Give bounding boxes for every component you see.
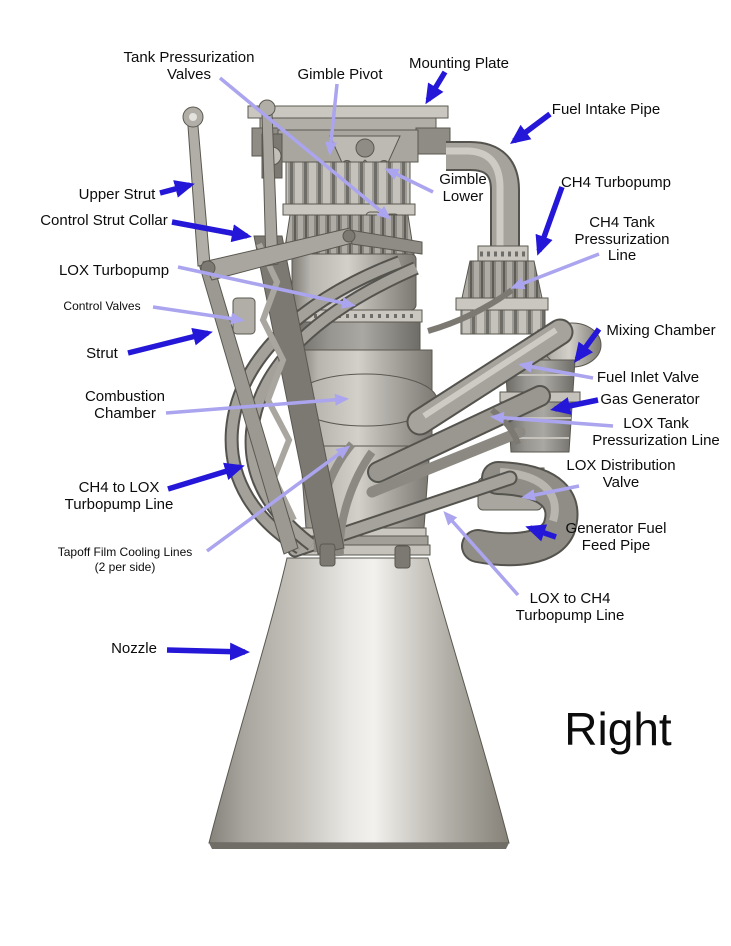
fuel-inlet-valve-shape [408, 320, 572, 434]
leader-gimble-pivot [325, 83, 339, 156]
annotation-arrows [127, 70, 614, 661]
nozzle-shape [208, 557, 510, 844]
label-mounting-plate: Mounting Plate [408, 55, 510, 72]
label-ch4-tank-pressurization-line: CH4 Tank Pressurization Line [574, 214, 670, 264]
control-valve-body [232, 297, 256, 335]
label-tapoff-film-cooling-lines: Tapoff Film Cooling Lines (2 per side) [57, 545, 193, 574]
leader-fuel-inlet-valve [518, 360, 594, 380]
arrow-strut [127, 327, 213, 356]
label-control-strut-collar: Control Strut Collar [40, 212, 168, 229]
engine-body [182, 99, 602, 849]
label-nozzle: Nozzle [111, 640, 157, 657]
label-fuel-intake-pipe: Fuel Intake Pipe [551, 101, 661, 118]
label-combustion-chamber: Combustion Chamber [84, 388, 166, 422]
collar-pin-right [342, 229, 356, 243]
label-lox-to-ch4-turbopump-line: LOX to CH4 Turbopump Line [515, 590, 625, 624]
arrow-mixing-chamber [574, 327, 602, 364]
clevis-right [394, 545, 411, 569]
valve-highlight [422, 327, 558, 419]
leader-lox-distribution-valve [521, 484, 580, 501]
strut-eyelet-hole [189, 113, 197, 121]
leader-lox-turbopump [177, 265, 356, 309]
label-tank-pressurization-valves: Tank Pressurization Valves [123, 49, 255, 83]
leader-lox-to-ch4-turbopump-line [443, 511, 520, 597]
leader-lox-tank-pressurization-line [490, 411, 614, 428]
label-lox-distribution-valve: LOX Distribution Valve [566, 457, 676, 491]
label-upper-strut: Upper Strut [78, 186, 156, 203]
label-ch4-turbopump: CH4 Turbopump [560, 174, 672, 191]
arrow-ch4-to-lox-turbopump-line [167, 462, 245, 492]
label-lox-turbopump: LOX Turbopump [58, 262, 170, 279]
leader-ch4-tank-pressurization-line [510, 252, 600, 289]
ch4-tank-press-line-shape [427, 287, 514, 334]
upper-flange [282, 203, 416, 216]
label-control-valves: Control Valves [63, 299, 141, 313]
arrow-generator-fuel-feed-pipe [525, 524, 557, 542]
arrow-nozzle [166, 642, 250, 661]
label-ch4-to-lox-turbopump-line: CH4 to LOX Turbopump Line [64, 479, 174, 513]
nozzle-lip [209, 843, 509, 849]
label-gimble-pivot: Gimble Pivot [297, 66, 383, 83]
fuel-intake-pipe-highlight [446, 147, 504, 246]
upper-strut-shape [187, 125, 211, 267]
arrow-control-strut-collar [171, 219, 252, 243]
label-lox-tank-pressurization-line: LOX Tank Pressurization Line [592, 415, 720, 449]
view-orientation-label: Right [564, 703, 672, 755]
mounting-plate-shape [247, 105, 449, 119]
arrow-fuel-intake-pipe [510, 111, 552, 144]
arrow-upper-strut [159, 180, 195, 198]
label-mixing-chamber: Mixing Chamber [606, 322, 716, 339]
arrow-gas-generator [550, 397, 599, 415]
leader-combustion-chamber [165, 393, 349, 415]
arrow-ch4-turbopump [535, 186, 565, 256]
label-strut: Strut [86, 345, 118, 362]
gusset-bolt-top [355, 138, 375, 158]
leader-control-valves [152, 305, 245, 325]
leader-tapoff-film-cooling-lines [205, 445, 351, 553]
arrow-mounting-plate [425, 70, 448, 105]
label-fuel-inlet-valve: Fuel Inlet Valve [596, 369, 700, 386]
lower-manifold-pipe [366, 426, 526, 498]
leader-tank-pressurization-valves [218, 76, 392, 220]
leader-gimble-lower [384, 168, 434, 194]
plate-bracket-right [415, 127, 451, 155]
label-gimble-lower: Gimble Lower [439, 171, 487, 205]
mounting-plate-step [259, 117, 437, 131]
label-generator-fuel-feed-pipe: Generator Fuel Feed Pipe [565, 520, 667, 554]
clevis-left [319, 543, 336, 567]
label-gas-generator: Gas Generator [600, 391, 700, 408]
manifold-pipe [369, 387, 549, 481]
